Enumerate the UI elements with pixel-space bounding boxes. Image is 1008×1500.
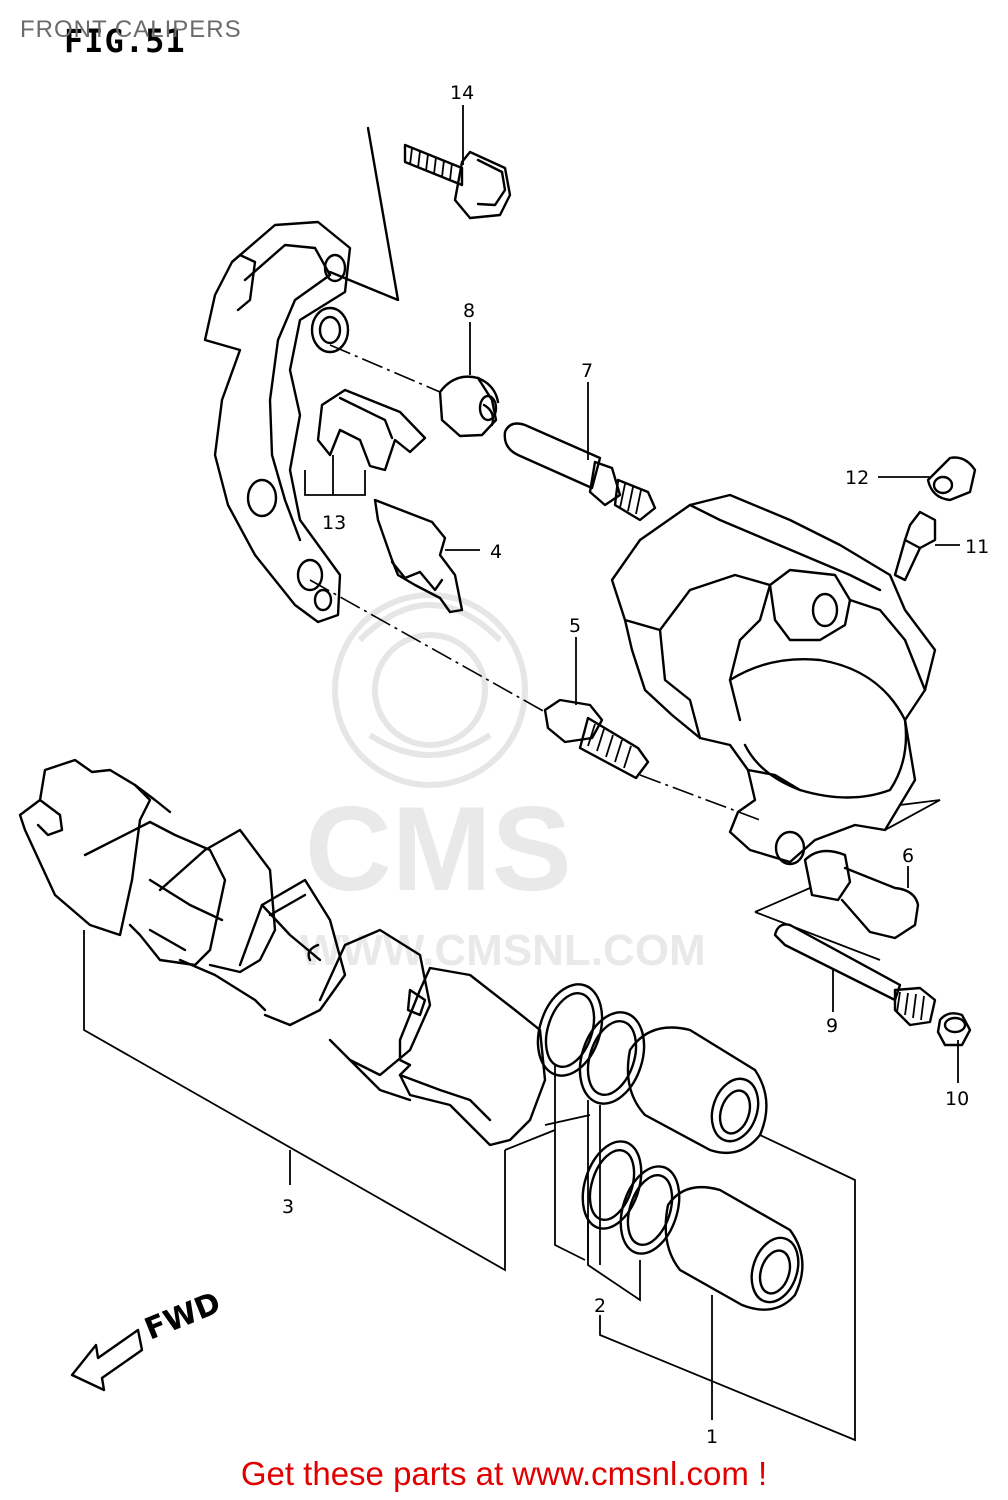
slide-pin-3 xyxy=(773,923,937,1027)
watermark-url: WWW.CMSNL.COM xyxy=(300,926,706,975)
caliper-bracket xyxy=(203,220,352,624)
brake-pad-set xyxy=(18,758,556,1272)
callout-6: 6 xyxy=(902,845,914,867)
slide-pin-2 xyxy=(754,849,920,961)
forward-label: FWD xyxy=(140,1286,226,1348)
pin-bolt xyxy=(543,698,650,780)
bleeder-plug xyxy=(936,1012,972,1047)
page-title: FRONT CALIPERS xyxy=(20,16,242,43)
alignment-lines xyxy=(309,344,761,821)
callout-8: 8 xyxy=(463,300,475,322)
forward-direction-indicator: FWD xyxy=(70,1286,226,1392)
flange-bolt xyxy=(328,126,512,302)
watermark: CMS WWW.CMSNL.COM xyxy=(300,592,706,975)
slide-pin xyxy=(503,422,657,522)
pad-shim xyxy=(373,498,464,614)
pad-spring xyxy=(304,388,427,496)
piston-lower xyxy=(664,1185,804,1311)
callouts: 1 2 3 4 5 6 7 8 9 10 11 12 13 14 xyxy=(282,82,989,1448)
bleeder-valve xyxy=(893,510,937,582)
callout-9: 9 xyxy=(826,1015,838,1037)
callout-12: 12 xyxy=(845,467,869,489)
callout-11: 11 xyxy=(965,536,989,558)
watermark-brand: CMS xyxy=(305,782,572,916)
callout-10: 10 xyxy=(945,1088,969,1110)
figure-label: FIG.51 xyxy=(64,22,186,60)
callout-1: 1 xyxy=(706,1426,718,1448)
caliper-body xyxy=(610,493,941,866)
callout-4: 4 xyxy=(490,541,502,563)
bleeder-cap xyxy=(926,456,977,502)
boot xyxy=(438,375,500,438)
callout-2: 2 xyxy=(594,1295,606,1317)
callout-14: 14 xyxy=(450,82,474,104)
piston-upper xyxy=(626,1026,768,1155)
callout-7: 7 xyxy=(581,360,593,382)
callout-5: 5 xyxy=(569,615,581,637)
callout-3: 3 xyxy=(282,1196,294,1218)
forward-arrow-icon xyxy=(70,1328,144,1392)
callout-13: 13 xyxy=(322,512,346,534)
leader-lines xyxy=(289,105,960,1442)
footer-link[interactable]: Get these parts at www.cmsnl.com ! xyxy=(240,1455,768,1492)
piston-seal-lower xyxy=(581,1140,681,1255)
